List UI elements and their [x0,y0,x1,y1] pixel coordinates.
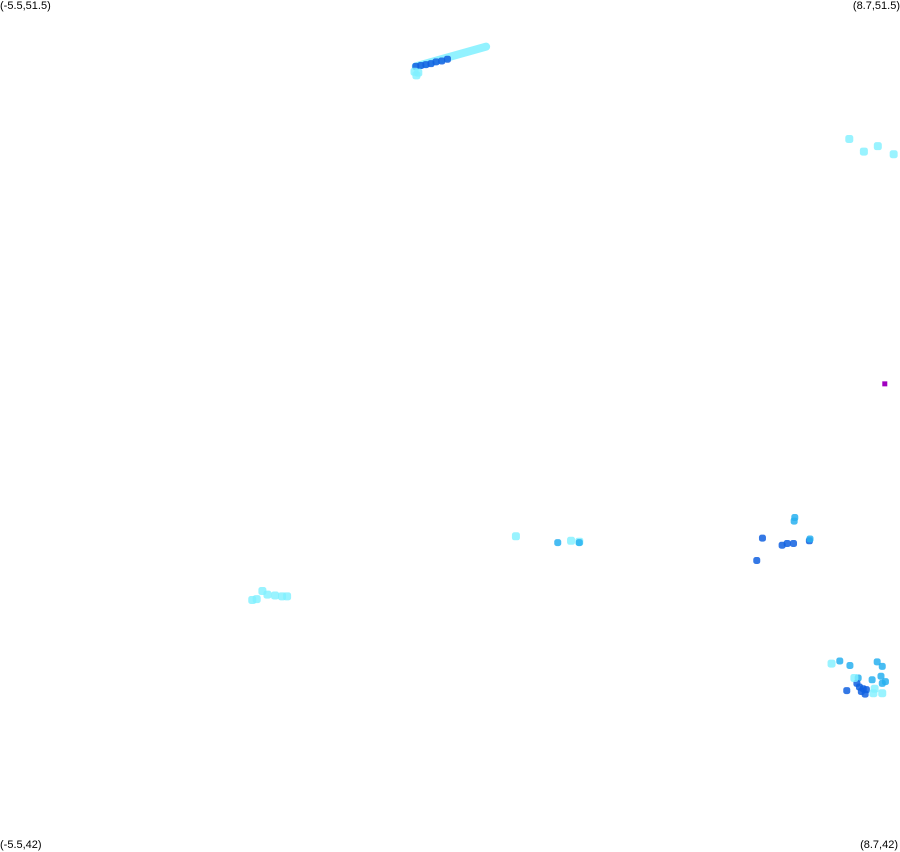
map-point[interactable] [790,539,798,547]
cluster-south-east-medium [836,657,889,687]
map-point[interactable] [575,539,583,547]
points-layer [248,55,898,698]
map-point[interactable] [791,513,799,521]
map-point[interactable] [845,135,854,144]
corner-label-bottom-right: (8.7,42) [860,839,898,851]
map-point[interactable] [438,57,446,65]
map-point[interactable] [881,678,889,686]
marker-point[interactable] [882,381,888,387]
map-point[interactable] [412,71,421,80]
cluster-central-blue [554,539,583,547]
map-point[interactable] [283,592,292,601]
cluster-channel-north-east [845,135,898,159]
map-point[interactable] [753,557,761,565]
map-point[interactable] [271,591,280,600]
cluster-south-east-light [827,659,887,698]
map-point[interactable] [252,595,261,604]
cluster-south-east-dark [843,679,870,698]
map-point[interactable] [827,659,836,668]
map-point[interactable] [870,684,879,693]
cluster-east-cluster-a-dark [753,534,813,565]
map-point[interactable] [567,536,576,545]
corner-label-top-left: (-5.5,51.5) [0,0,51,12]
cluster-east-cluster-a-light [790,513,814,543]
map-point[interactable] [783,539,791,547]
map-point[interactable] [878,689,887,698]
map-point[interactable] [806,535,814,543]
map-point[interactable] [758,534,766,542]
cluster-central-group [511,532,584,546]
map-point[interactable] [859,147,868,156]
map-point[interactable] [511,532,520,541]
corner-label-bottom-left: (-5.5,42) [0,839,42,851]
map-point[interactable] [878,662,886,670]
map-point[interactable] [263,590,272,599]
map-point[interactable] [873,142,882,151]
map-point[interactable] [443,55,451,63]
map-point[interactable] [554,539,562,547]
map-point[interactable] [877,672,885,680]
map-point[interactable] [889,150,898,159]
map-point[interactable] [846,661,854,669]
map-point[interactable] [868,676,876,684]
map-point[interactable] [850,674,859,683]
map-point[interactable] [836,657,844,665]
cluster-marker [882,381,888,387]
cluster-track-head [410,67,423,80]
map-point[interactable] [843,687,851,695]
corner-label-top-right: (8.7,51.5) [852,0,900,12]
map-point[interactable] [432,58,440,66]
cluster-west-group [248,587,292,604]
map-point[interactable] [861,690,869,698]
map-point[interactable] [873,658,881,666]
